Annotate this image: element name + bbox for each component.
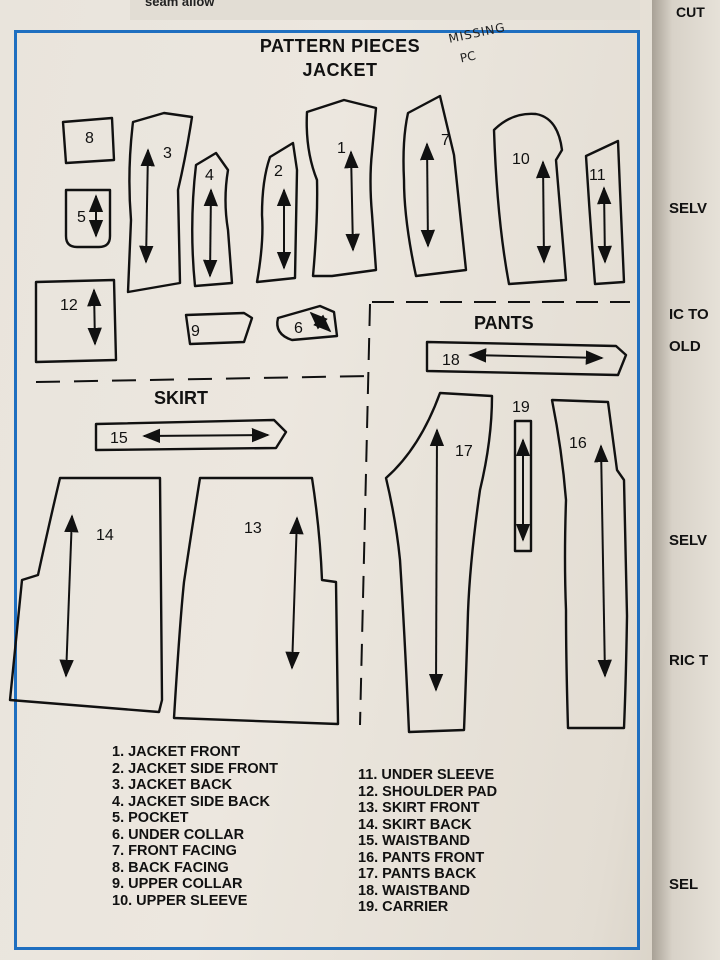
grainline-12 xyxy=(87,288,102,346)
grainline-4 xyxy=(202,188,219,278)
piece-label-4: 4 xyxy=(205,167,214,184)
piece-label-8: 8 xyxy=(85,130,94,147)
legend-item: 18. WAISTBAND xyxy=(358,882,470,899)
legend-item: 10. UPPER SLEEVE xyxy=(112,892,248,909)
side-label-5: RIC T xyxy=(669,652,709,669)
piece-label-12: 12 xyxy=(60,297,78,314)
grainline-17 xyxy=(428,428,445,692)
piece-label-2: 2 xyxy=(274,163,283,180)
pants-heading: PANTS xyxy=(474,313,534,333)
piece-13 xyxy=(172,476,340,726)
piece-14 xyxy=(8,476,164,714)
side-label-3: OLD xyxy=(669,338,701,355)
piece-9 xyxy=(184,311,254,346)
piece-label-5: 5 xyxy=(77,209,86,226)
piece-12 xyxy=(34,278,118,364)
legend-item: 6. UNDER COLLAR xyxy=(112,826,245,843)
legend-item: 15. WAISTBAND xyxy=(358,833,470,849)
piece-19 xyxy=(513,419,533,553)
side-label-6: SEL xyxy=(669,876,699,893)
skirt-heading: SKIRT xyxy=(154,388,208,408)
grainline-6 xyxy=(309,311,332,333)
piece-label-15: 15 xyxy=(110,430,128,447)
legend-item: 2. JACKET SIDE FRONT xyxy=(112,760,278,777)
legend-item: 16. PANTS FRONT xyxy=(358,849,485,866)
legend-item: 5. POCKET xyxy=(112,810,189,826)
side-label-1: SELV xyxy=(669,200,708,217)
blue-frame xyxy=(14,30,640,950)
piece-label-18: 18 xyxy=(442,352,460,369)
piece-label-17: 17 xyxy=(455,443,473,460)
pants-divider-vertical xyxy=(359,303,371,726)
adjacent-page xyxy=(652,0,720,960)
grainline-16 xyxy=(594,444,612,678)
top-right-fragment: CUT xyxy=(676,4,705,20)
grainline-1 xyxy=(344,150,360,252)
piece-5 xyxy=(64,188,112,249)
piece-label-16: 16 xyxy=(569,435,587,452)
side-label-2: IC TO xyxy=(669,306,709,323)
piece-6 xyxy=(276,304,339,342)
piece-7 xyxy=(402,94,468,278)
legend-item: 11. UNDER SLEEVE xyxy=(358,767,495,783)
legend-item: 13. SKIRT FRONT xyxy=(358,800,480,816)
grainline-7 xyxy=(419,142,436,248)
grainline-11 xyxy=(597,186,612,264)
piece-label-19: 19 xyxy=(512,399,530,416)
piece-15 xyxy=(94,418,288,452)
grainline-10 xyxy=(535,160,552,264)
grainline-3 xyxy=(139,148,155,264)
piece-10 xyxy=(492,112,568,286)
grainline-18 xyxy=(468,348,604,365)
piece-label-14: 14 xyxy=(96,527,114,544)
page-title: PATTERN PIECES xyxy=(259,36,421,56)
piece-3 xyxy=(126,111,194,294)
legend-item: 8. BACK FACING xyxy=(112,859,229,876)
piece-label-3: 3 xyxy=(163,145,172,162)
legend-left: 1. JACKET FRONT 2. JACKET SIDE FRONT 3. … xyxy=(112,744,278,909)
piece-8 xyxy=(61,116,116,165)
piece-label-1: 1 xyxy=(337,140,346,157)
legend-item: 7. FRONT FACING xyxy=(112,843,237,859)
piece-2 xyxy=(255,141,299,284)
piece-11 xyxy=(584,139,626,286)
grainline-15 xyxy=(142,427,270,444)
jacket-heading: JACKET xyxy=(302,60,378,80)
grainline-14 xyxy=(59,514,79,678)
piece-16 xyxy=(550,398,629,730)
legend-item: 19. CARRIER xyxy=(358,899,449,915)
side-label-4: SELV xyxy=(669,532,708,549)
top-page-strip xyxy=(130,0,640,20)
piece-label-7: 7 xyxy=(441,132,450,149)
legend-item: 17. PANTS BACK xyxy=(358,866,477,882)
skirt-divider xyxy=(35,375,369,383)
grainline-13 xyxy=(285,516,304,670)
piece-label-11: 11 xyxy=(589,167,606,184)
top-fragment-text: seam allow xyxy=(145,0,215,9)
legend-item: 4. JACKET SIDE BACK xyxy=(112,793,270,810)
legend-item: 12. SHOULDER PAD xyxy=(358,783,498,800)
piece-1 xyxy=(305,98,378,278)
legend-item: 9. UPPER COLLAR xyxy=(112,876,243,892)
piece-label-6: 6 xyxy=(294,320,303,337)
piece-label-9: 9 xyxy=(191,323,200,340)
legend-item: 3. JACKET BACK xyxy=(112,777,233,793)
piece-17 xyxy=(384,391,494,734)
piece-label-13: 13 xyxy=(244,520,262,537)
legend-right: 11. UNDER SLEEVE 12. SHOULDER PAD 13. SK… xyxy=(358,767,497,916)
piece-18 xyxy=(425,340,628,377)
legend-item: 14. SKIRT BACK xyxy=(358,816,472,833)
legend-item: 1. JACKET FRONT xyxy=(112,744,241,760)
piece-label-10: 10 xyxy=(512,151,530,168)
piece-4 xyxy=(191,151,234,288)
